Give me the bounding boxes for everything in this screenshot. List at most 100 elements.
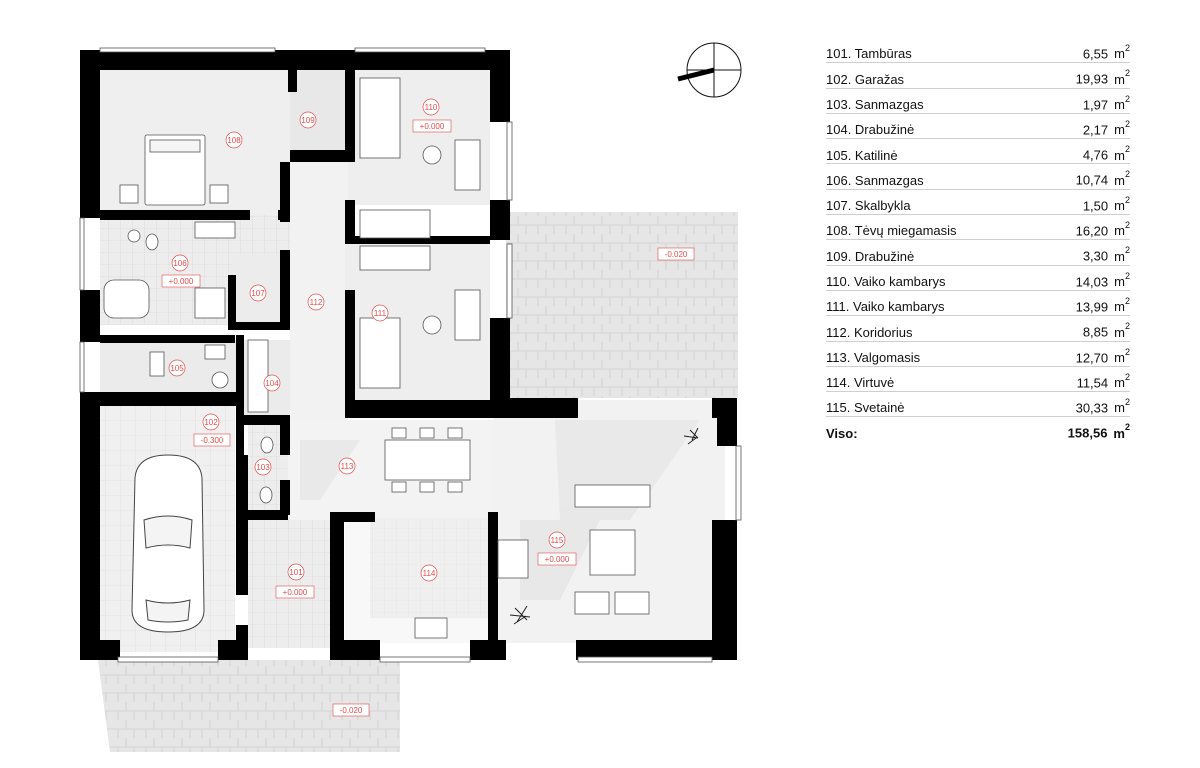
level-mark-106: +0.000 xyxy=(161,274,201,288)
room-name: 104. Drabužinė xyxy=(826,122,915,138)
svg-text:108: 108 xyxy=(227,136,241,145)
svg-text:105: 105 xyxy=(170,364,184,373)
level-marks: +0.000 -0.300 +0.000 +0.000 +0.000 -0.02… xyxy=(161,119,695,717)
terrace xyxy=(506,212,738,398)
level-mark-110: +0.000 xyxy=(412,119,452,133)
room-label-105: 105 xyxy=(168,359,186,377)
svg-text:+0.000: +0.000 xyxy=(283,588,308,597)
total-label: Viso: xyxy=(826,425,858,441)
svg-text:104: 104 xyxy=(265,379,279,388)
entrance-paving xyxy=(98,660,400,752)
walls xyxy=(80,50,737,660)
room-label-106: 106 xyxy=(171,254,189,272)
level-mark-115: +0.000 xyxy=(537,552,577,566)
svg-text:+0.000: +0.000 xyxy=(169,277,194,286)
room-name: 113. Valgomasis xyxy=(826,349,921,365)
room-label-113: 113 xyxy=(338,457,356,475)
room-label-108: 108 xyxy=(225,131,243,149)
north-arrow-icon xyxy=(677,42,742,98)
room-label-114: 114 xyxy=(420,564,438,582)
room-name: 112. Koridorius xyxy=(826,324,913,340)
svg-text:-0.020: -0.020 xyxy=(665,250,688,259)
svg-text:102: 102 xyxy=(204,418,218,427)
room-name: 102. Garažas xyxy=(826,71,905,87)
floor-plan: 101 102 103 104 105 106 107 108 109 110 … xyxy=(79,42,742,752)
room-labels: 101 102 103 104 105 106 107 108 109 110 … xyxy=(168,98,566,582)
room-name: 106. Sanmazgas xyxy=(826,172,924,188)
room-name: 111. Vaiko kambarys xyxy=(826,299,945,315)
car xyxy=(131,454,205,633)
svg-text:109: 109 xyxy=(301,116,315,125)
room-label-115: 115 xyxy=(548,531,566,549)
svg-text:103: 103 xyxy=(256,463,270,472)
svg-text:106: 106 xyxy=(173,259,187,268)
room-name: 115. Svetainė xyxy=(826,400,905,416)
room-label-110: 110 xyxy=(422,98,440,116)
room-name: 114. Virtuvė xyxy=(826,375,895,391)
svg-text:112: 112 xyxy=(310,298,323,307)
svg-text:115: 115 xyxy=(551,536,564,545)
svg-text:-0.020: -0.020 xyxy=(340,706,363,715)
svg-text:110: 110 xyxy=(425,103,438,112)
room-name: 107. Skalbykla xyxy=(826,198,911,214)
room-name: 101. Tambūras xyxy=(826,46,912,62)
room-label-111: 111 xyxy=(371,304,389,322)
room-label-102: 102 xyxy=(202,413,220,431)
room-label-112: 112 xyxy=(307,293,325,311)
room-label-109: 109 xyxy=(299,111,317,129)
room-name: 109. Drabužinė xyxy=(826,248,915,264)
level-mark-102: -0.300 xyxy=(193,433,231,447)
furniture xyxy=(103,77,651,639)
room-name: 103. Sanmazgas xyxy=(826,96,924,112)
room-label-104: 104 xyxy=(263,374,281,392)
level-mark-terrace: -0.020 xyxy=(657,247,695,261)
room-name: 110. Vaiko kambarys xyxy=(826,274,946,289)
svg-text:107: 107 xyxy=(251,289,265,298)
windows xyxy=(79,47,742,663)
room-label-101: 101 xyxy=(287,563,305,581)
room-label-107: 107 xyxy=(249,284,267,302)
room-label-103: 103 xyxy=(254,458,272,476)
svg-text:113: 113 xyxy=(341,462,354,471)
svg-text:111: 111 xyxy=(374,309,387,318)
svg-text:+0.000: +0.000 xyxy=(420,122,445,131)
room-name: 105. Katilinė xyxy=(826,147,898,163)
svg-text:-0.300: -0.300 xyxy=(201,436,224,445)
svg-text:114: 114 xyxy=(423,569,436,578)
svg-text:101: 101 xyxy=(289,568,303,577)
level-mark-101: +0.000 xyxy=(275,585,315,599)
room-name: 108. Tėvų miegamasis xyxy=(826,223,957,239)
level-mark-entrance: -0.020 xyxy=(332,703,370,717)
